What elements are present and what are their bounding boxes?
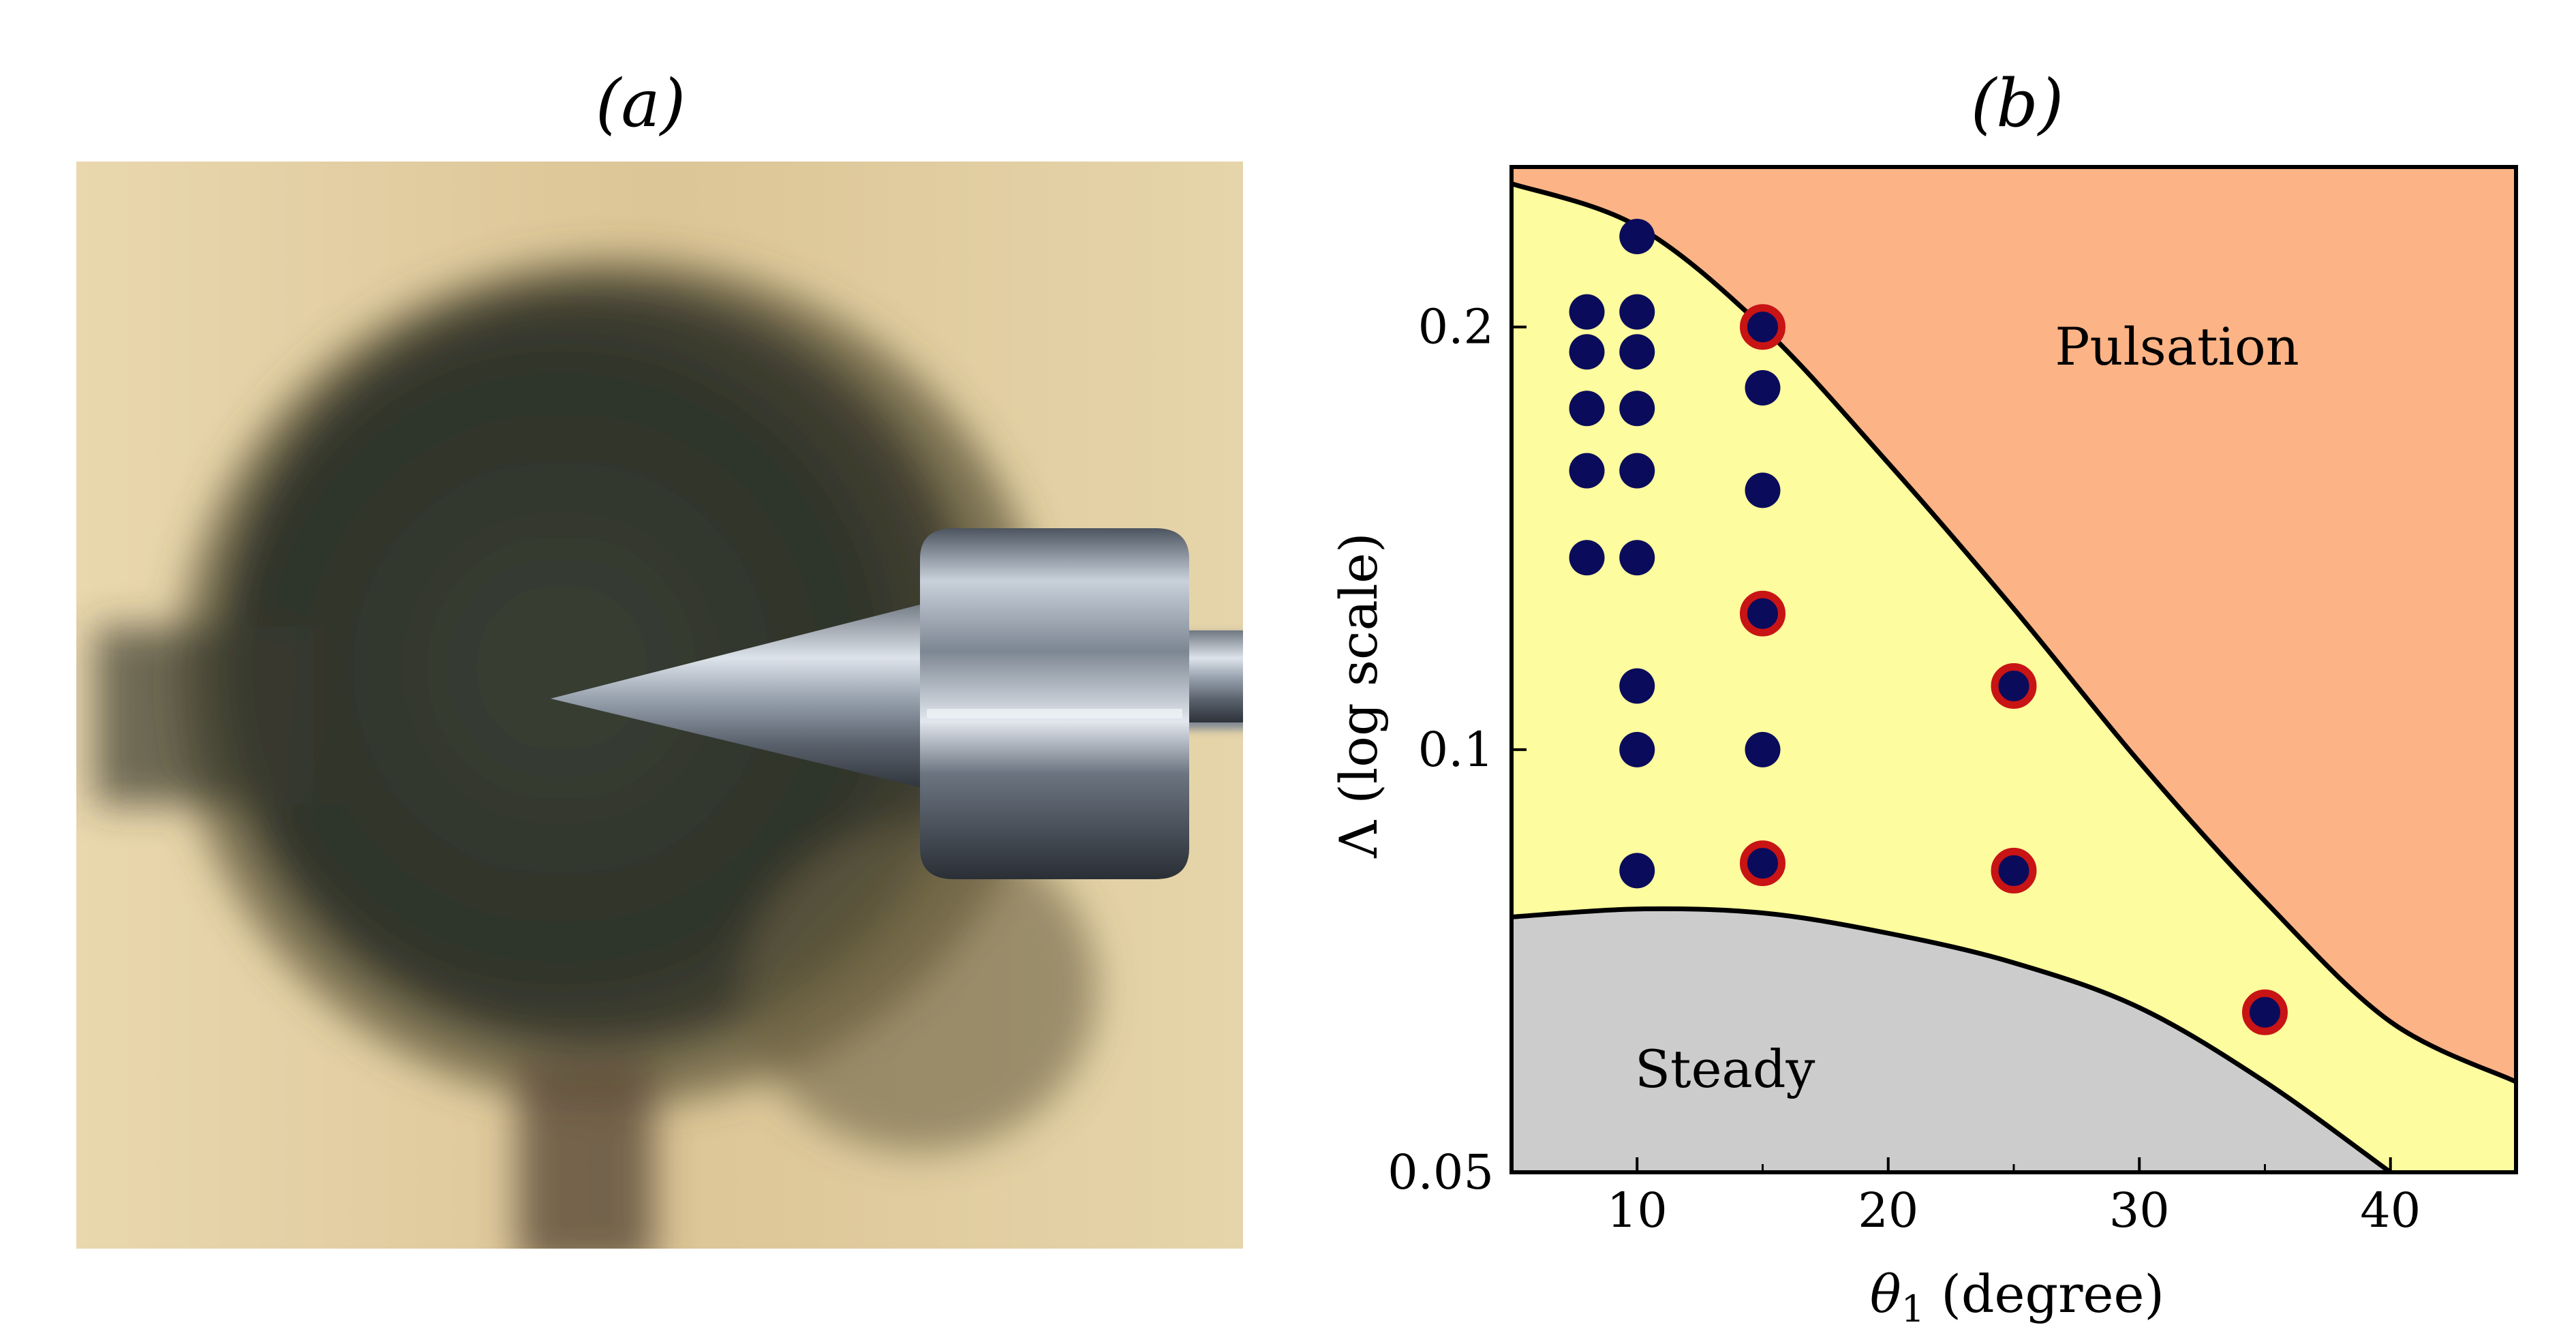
nozzle-photo: [76, 162, 1243, 1249]
panel-label-b: (b): [1971, 65, 2064, 142]
data-point-highlighted: [1740, 590, 1785, 637]
data-point: [1745, 370, 1781, 406]
data-point-highlighted: [1991, 847, 2037, 894]
data-point-highlighted: [1740, 840, 1785, 887]
data-point: [1569, 453, 1605, 489]
data-point-highlighted: [1740, 304, 1785, 350]
data-point: [1619, 294, 1655, 330]
y-tick-label: 0.05: [1387, 1144, 1494, 1200]
data-point: [1619, 218, 1655, 254]
data-point: [1619, 540, 1655, 576]
x-tick-label: 30: [2109, 1183, 2170, 1238]
data-point: [1619, 731, 1655, 767]
region-label-pulsation: Pulsation: [2055, 316, 2299, 377]
data-point: [1569, 334, 1605, 370]
data-point: [1619, 334, 1655, 370]
data-point: [1569, 540, 1605, 576]
data-point: [1745, 731, 1781, 767]
panel-label-a: (a): [596, 65, 686, 142]
chart-regions: [1512, 167, 2516, 1172]
data-point: [1619, 853, 1655, 889]
region-label-steady: Steady: [1635, 1039, 1815, 1099]
upper-boundary-line: [1512, 181, 2516, 1084]
x-axis-label: θ1 (degree): [1870, 1264, 2164, 1330]
x-tick-label: 20: [1858, 1183, 1918, 1238]
region-steady: [1512, 909, 2391, 1172]
y-tick-label: 0.2: [1418, 299, 1494, 355]
chart-points: [1569, 218, 2288, 1035]
data-point: [1569, 294, 1605, 330]
data-point-highlighted: [1991, 662, 2037, 709]
data-point: [1619, 453, 1655, 489]
data-point: [1745, 472, 1781, 508]
x-axis-label-rest: (degree): [1925, 1264, 2164, 1324]
y-axis-label: Λ (log scale): [1328, 532, 1389, 858]
x-axis-label-subscript: 1: [1901, 1287, 1925, 1330]
chart-ticks: 10 20 30 40 0.05 0.1 0.2: [1387, 299, 2421, 1238]
y-tick-label: 0.1: [1418, 722, 1494, 778]
region-pulsation: [1512, 167, 2516, 1082]
data-point: [1569, 391, 1605, 427]
chart-boundaries: [1512, 181, 2516, 1172]
data-point-highlighted: [2242, 989, 2288, 1035]
data-point: [1619, 391, 1655, 427]
data-point: [1619, 668, 1655, 704]
nozzle-body: [551, 528, 1243, 879]
lower-boundary-line: [1512, 906, 2392, 1172]
x-axis-label-symbol: θ: [1870, 1264, 1901, 1324]
x-tick-label: 10: [1607, 1183, 1668, 1238]
x-tick-label: 40: [2360, 1183, 2421, 1238]
